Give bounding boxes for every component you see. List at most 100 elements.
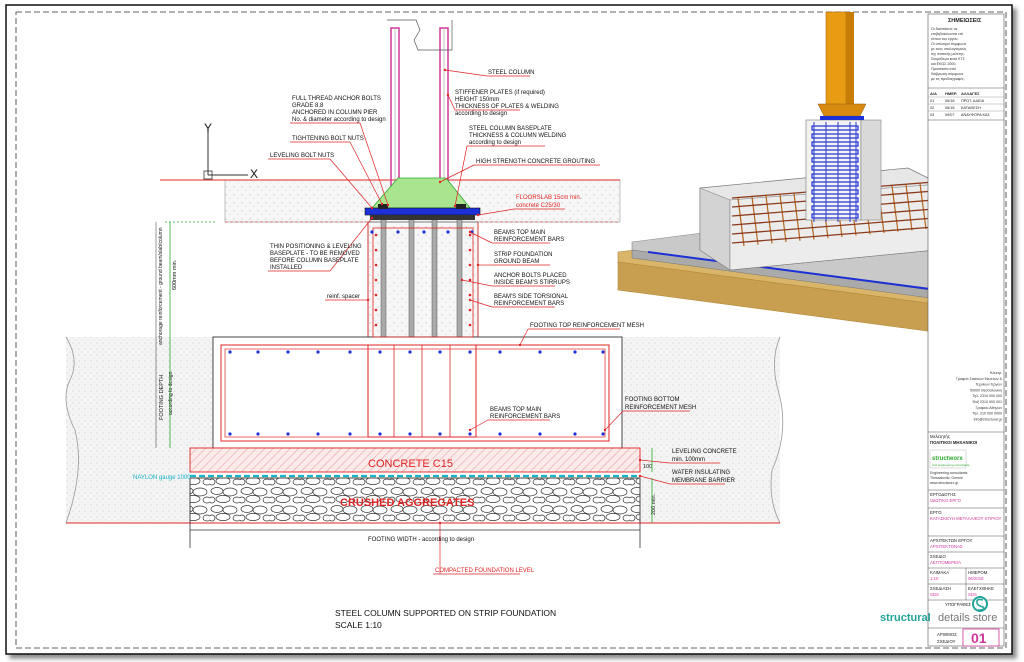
leader-line [329,217,373,272]
label-floorslab-1: FLOORSLAB 15cm min. [516,195,582,201]
tb-sheet-number: 01 [971,630,987,646]
tb-note-line: με τους υπολογισμούς [931,47,967,51]
leader-line [469,299,493,308]
leader-dot [638,458,642,462]
label-steel-column: STEEL COLUMN [488,70,534,76]
rebar-dot [256,350,260,354]
tb-scale-label: ΚΛΙΜΑΚΑ [930,570,949,575]
label-stiffener-4: according to design [455,111,507,117]
3d-stirrup [811,213,859,219]
label-beams-mid-1: BEAMS TOP MAIN [490,407,541,413]
rebar-dot [374,233,378,237]
tb-note-line: διάβρωση σύμφωνα [931,72,963,76]
3d-rebar-bar [905,184,913,231]
anchor-bolt [456,199,463,339]
leader-dot [438,521,442,525]
rebar-dots [228,230,605,436]
3d-stirrup [811,197,859,203]
tb-sheet-label-1: ΑΡΙΘΜΟΣ [937,632,957,637]
rebar-dot [573,432,577,436]
tb-rev-cell: ΑΝΑΥΦΟΡΑ ΚΑΣ [961,113,991,117]
annotation-leaders [268,68,725,575]
rebar-dot [396,230,400,234]
anchor-bolt [380,199,387,339]
tb-note-line: Προστασία από [931,67,956,71]
leader-line [477,208,515,216]
rebar-dot [374,248,378,252]
tb-note-line: Οι οπλισμοί σύμφωνα [931,42,966,46]
tb-sheet-number-box [962,628,1000,647]
sds-brand: structural details store [880,596,997,624]
label-dim-anchorage: anchorage reinforcement - ground beam/sl… [158,227,164,345]
leader-line [639,459,671,464]
tb-rev-header: A/A [930,91,937,96]
label-positioning-2: BASEPLATE - TO BE REMOVED [270,251,360,257]
tb-company-line: Φαξ 2310 000 001 [972,400,1002,404]
label-anchor-4: No. & diameter according to design [292,117,386,123]
section-labels: STEEL COLUMN STIFFENER PLATES (if requir… [133,70,737,574]
rebar-dot [498,350,502,354]
leader-dot [366,298,370,302]
leader-dot [518,343,522,347]
rebar-dot [601,350,605,354]
rebar-dot [468,248,472,252]
tb-rev-cell: 01 [930,99,934,103]
label-concrete-c15: CONCRETE C15 [368,458,453,470]
leader-line [444,69,488,77]
drawing-title-line2: SCALE 1:10 [335,620,382,630]
label-stiffener-3: THICKNESS OF PLATES & WELDING [455,104,559,110]
tb-note-line: με τις προδιαγραφές. [931,77,965,81]
axis-x-label: X [250,167,258,181]
label-water-2: MEMBRANE BARRIER [672,478,736,484]
leader-dot [476,263,480,267]
baseplate [364,207,481,216]
rebar-dot [374,278,378,282]
section-drawing [65,19,784,524]
rebar-dot [468,350,472,354]
leader-line [454,145,468,207]
label-water-1: WATER INSULATING [672,470,731,476]
sds-brand-1: structural [880,612,931,624]
label-dim-footing-depth: FOOTING DEPTH [159,375,165,420]
rebar-dot [374,308,378,312]
rebar-dot [468,263,472,267]
3d-rebar-bar [891,185,899,232]
leader-line [447,94,456,111]
tb-owner-label: ΕΡΓΟΔΟΤΗΣ [930,492,956,497]
label-compacted: COMPACTED FOUNDATION LEVEL [435,568,535,574]
rebar-dot [348,350,352,354]
label-baseplate-2: THICKNESS & COLUMN WELDING [469,133,567,139]
rebar-dot [422,230,426,234]
tb-rev-cell: 06/18 [945,99,955,103]
3d-rebar-bar [731,217,935,235]
leader-line [519,328,529,346]
leader-dot [453,204,457,208]
label-baseplate-3: according to design [469,140,521,146]
tb-company-line: Γραφείο Στατικών Μελετών & [956,377,1003,381]
dimension-lines [155,221,653,548]
sheet-inner-border [15,11,1007,649]
tb-company: Ηλεκτρ.Γραφείο Στατικών Μελετών &Τεχνικώ… [956,371,1003,421]
rebar-dot [468,233,472,237]
tb-company-line: Τηλ. 2310 000 000 [972,394,1002,398]
leader-dot [468,428,472,432]
leader-dot [438,180,442,184]
soil-break-left [65,336,79,524]
leader-line [359,122,389,206]
soil-right [622,337,780,523]
rebar-dot [286,350,290,354]
anchor-bolt [431,199,438,339]
tb-notes-title: ΣΗΜΕΙΩΣΕΙΣ [948,18,982,24]
tb-company-line: Ηλεκτρ. [990,371,1002,375]
rebar-dot [573,350,577,354]
tb-company-line: 50000 Θεσσαλονίκη [970,388,1002,392]
tb-rev-header: ΑΛΛΑΓΕΣ [961,91,980,96]
3d-stirrup [811,125,859,131]
leader-line [469,231,493,244]
footing [212,336,623,449]
3d-stirrup [811,165,859,171]
label-footing-bottom-1: FOOTING BOTTOM [625,397,680,403]
rebar-dot [468,278,472,282]
label-stiffener-1: STIFFENER PLATES (if required) [455,90,545,96]
